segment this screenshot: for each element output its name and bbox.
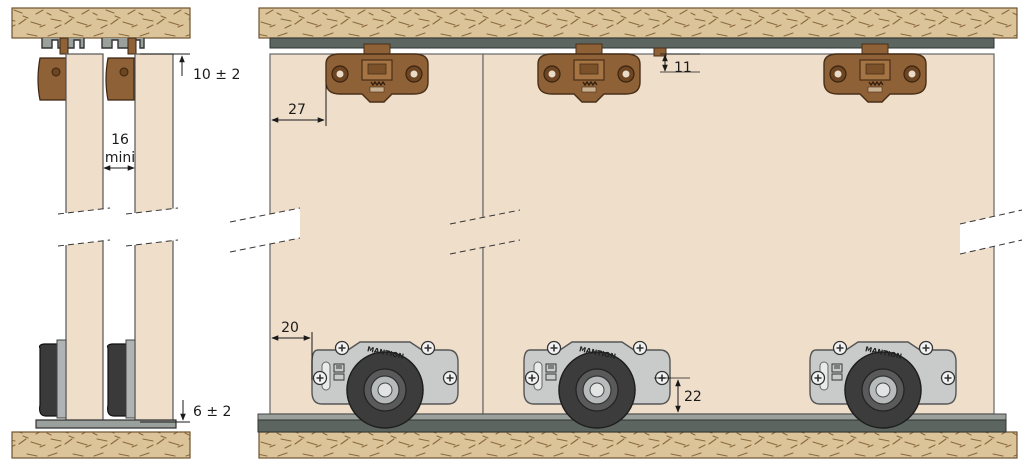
dimension-roller-height: 22 xyxy=(654,377,702,413)
bottom-guide-rail xyxy=(35,419,177,429)
dimension-hanger-edge-label: 27 xyxy=(288,102,306,118)
bottom-roller-side xyxy=(106,343,127,417)
dimension-top-gap: 10 ± 2 xyxy=(140,53,240,83)
dimension-top-gap-label: 10 ± 2 xyxy=(193,67,240,83)
bottom-shelf-wood xyxy=(11,431,191,459)
dimension-hanger-clearance-label: 11 xyxy=(674,60,692,76)
roller-assembly: MANTION xyxy=(312,342,458,429)
dimension-roller-edge-label: 20 xyxy=(281,320,299,336)
dimension-door-gap: 16 mini xyxy=(103,130,135,171)
hanger-stem xyxy=(59,37,69,55)
front-elevation-view: MANTION MANTION MANTION 27 11 20 xyxy=(229,7,1023,459)
top-shelf-wood xyxy=(258,7,1018,39)
dimension-hanger-clearance: 11 xyxy=(660,53,700,76)
dimension-bottom-gap: 6 ± 2 xyxy=(140,400,231,423)
dimension-hanger-edge: 27 xyxy=(271,84,327,126)
hanger-bracket-side xyxy=(37,57,67,101)
top-rail xyxy=(269,37,995,49)
hanger-stem xyxy=(127,37,137,55)
dimension-bottom-gap-label: 6 ± 2 xyxy=(193,404,231,420)
bottom-shelf-wood xyxy=(258,431,1018,459)
hanger-top-tab xyxy=(653,47,667,57)
top-track-profile xyxy=(101,38,145,49)
hanger-bracket xyxy=(537,43,641,103)
roller-assembly: MANTION xyxy=(810,342,956,429)
bottom-roller-side xyxy=(38,343,59,417)
dimension-roller-edge: 20 xyxy=(271,320,313,380)
hanger-bracket xyxy=(325,43,429,103)
dimension-door-gap-suffix: mini xyxy=(105,150,135,166)
bottom-rail xyxy=(257,419,1007,433)
side-section-view: 10 ± 2 16 mini 6 ± 2 xyxy=(11,7,240,459)
dimension-roller-height-label: 22 xyxy=(684,389,702,405)
hanger-bracket-side xyxy=(105,57,135,101)
top-shelf-wood xyxy=(11,7,191,39)
roller-plate-side xyxy=(125,339,136,419)
dimension-door-gap-value: 16 xyxy=(111,132,129,148)
roller-assembly: MANTION xyxy=(524,342,670,429)
hanger-bracket xyxy=(823,43,927,103)
roller-plate-side xyxy=(56,339,67,419)
